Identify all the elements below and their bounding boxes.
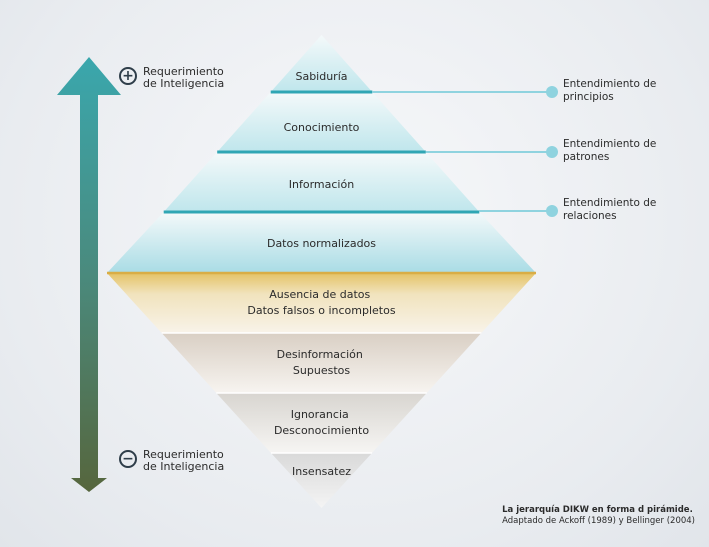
requirement-bottom: − Requerimiento de Inteligencia [119, 449, 224, 473]
intelligence-arrow [57, 57, 121, 492]
label-desinformacion: Desinformación Supuestos [277, 348, 367, 377]
note-patrones: Entendimiento de patrones [563, 138, 656, 164]
requirement-top-line2: de Inteligencia [143, 77, 225, 90]
requirement-top: + Requerimiento de Inteligencia [119, 66, 224, 90]
note-relaciones: Entendimiento de relaciones [563, 197, 656, 223]
requirement-bottom-line2: de Inteligencia [143, 460, 225, 473]
band-desinformacion [161, 333, 482, 393]
band-informacion [163, 152, 480, 212]
label-datos-normalizados: Datos normalizados [267, 237, 376, 250]
requirement-top-line1: Requerimiento [143, 65, 224, 78]
band-ausencia-de-datos [107, 273, 536, 333]
band-ignorancia [216, 393, 427, 453]
plus-icon: + [119, 67, 137, 85]
label-ignorancia: Ignorancia Desconocimiento [274, 408, 369, 437]
label-insensatez: Insensatez [292, 465, 351, 478]
band-datos-normalizados [107, 212, 536, 273]
note-principios-line2: principios [563, 91, 614, 103]
note-principios-line1: Entendimiento de [563, 78, 657, 90]
note-relaciones-line1: Entendimiento de [563, 197, 657, 209]
band-insensatez [271, 453, 372, 508]
requirement-bottom-line1: Requerimiento [143, 448, 224, 461]
band-sabiduria [270, 35, 373, 92]
label-conocimiento: Conocimiento [284, 121, 360, 134]
note-relaciones-line2: relaciones [563, 210, 617, 222]
caption-title: La jerarquía DIKW en forma d pirámide. [502, 505, 693, 515]
note-patrones-line1: Entendimiento de [563, 138, 657, 150]
note-principios: Entendimiento de principios [563, 78, 656, 104]
figure-caption: La jerarquía DIKW en forma d pirámide. A… [502, 505, 695, 527]
note-patrones-line2: patrones [563, 151, 610, 163]
band-separators [107, 90, 536, 454]
pyramid [107, 35, 536, 508]
band-conocimiento [217, 92, 426, 152]
label-sabiduria: Sabiduría [295, 70, 347, 83]
leader-dot [546, 86, 558, 98]
leader-dot [546, 146, 558, 158]
label-informacion: Información [289, 178, 354, 191]
minus-icon: − [119, 450, 137, 468]
label-ausencia-de-datos: Ausencia de datos Datos falsos o incompl… [247, 288, 395, 317]
caption-source: Adaptado de Ackoff (1989) y Bellinger (2… [502, 516, 695, 526]
leader-lines [372, 86, 558, 217]
leader-dot [546, 205, 558, 217]
